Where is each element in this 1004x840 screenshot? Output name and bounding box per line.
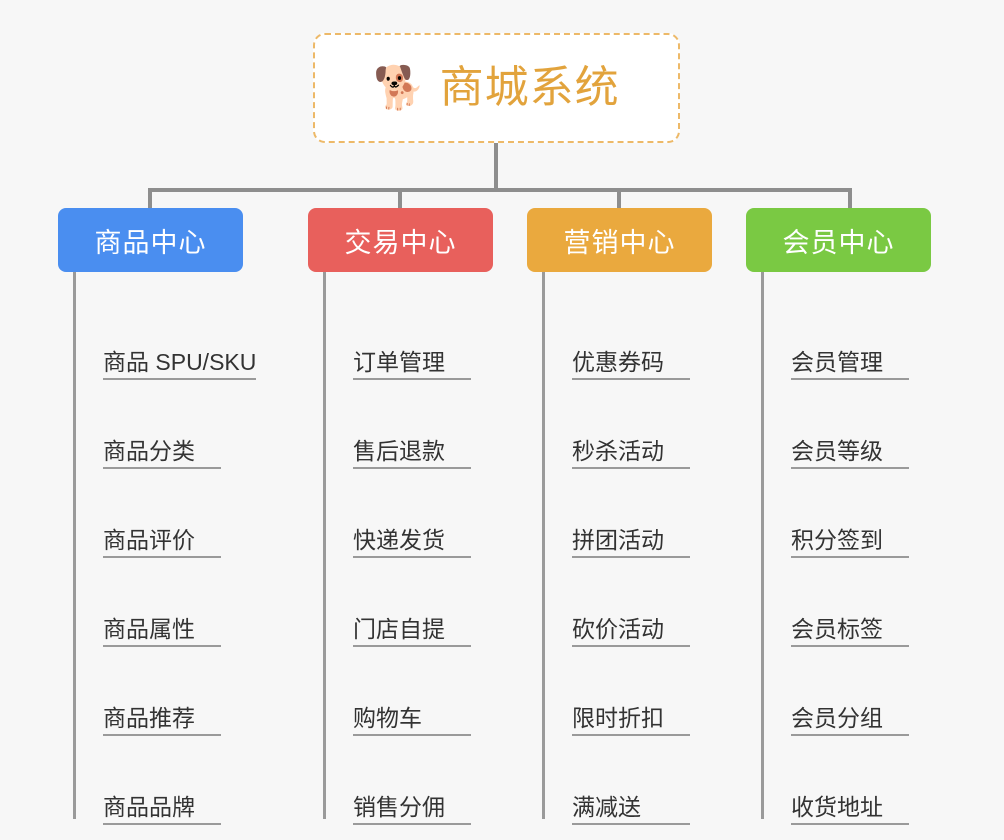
column-header-label: 商品中心	[94, 227, 207, 258]
column-spine	[761, 272, 764, 819]
list-item[interactable]: 限时折扣	[542, 647, 690, 736]
leaf-label: 拼团活动	[572, 527, 690, 558]
leaf-label: 满减送	[572, 794, 690, 825]
leaf-label: 秒杀活动	[572, 438, 690, 469]
leaf-label: 商品品牌	[103, 794, 221, 825]
list-item[interactable]: 商品属性	[73, 558, 256, 647]
leaf-label: 订单管理	[353, 349, 471, 380]
leaf-label: 快递发货	[353, 527, 471, 558]
column-header-product-center[interactable]: 商品中心	[58, 208, 243, 272]
list-item[interactable]: 商品 SPU/SKU	[73, 272, 257, 380]
column-spine	[73, 272, 76, 819]
list-item[interactable]: 会员管理	[761, 272, 909, 380]
list-item[interactable]: 会员分组	[761, 647, 909, 736]
leaf-column-marketing-center: 优惠券码 秒杀活动 拼团活动 砍价活动 限时折扣 满减送	[542, 272, 690, 825]
list-item[interactable]: 砍价活动	[542, 558, 690, 647]
list-item[interactable]: 会员标签	[761, 558, 909, 647]
leaf-label: 砍价活动	[572, 616, 690, 647]
list-item[interactable]: 商品分类	[73, 380, 256, 469]
list-item[interactable]: 商品品牌	[73, 736, 256, 825]
leaf-label: 门店自提	[353, 616, 471, 647]
leaf-label: 售后退款	[353, 438, 471, 469]
leaf-label: 商品分类	[103, 438, 221, 469]
connector-drop-col-4	[848, 188, 852, 210]
list-item[interactable]: 满减送	[542, 736, 690, 825]
column-header-trade-center[interactable]: 交易中心	[308, 208, 493, 272]
connector-root-stem	[494, 143, 498, 192]
list-item[interactable]: 订单管理	[323, 272, 471, 380]
leaf-label: 销售分佣	[353, 794, 471, 825]
list-item[interactable]: 门店自提	[323, 558, 471, 647]
column-header-member-center[interactable]: 会员中心	[746, 208, 931, 272]
leaf-label: 积分签到	[791, 527, 909, 558]
column-header-label: 营销中心	[563, 227, 676, 258]
leaf-label: 商品 SPU/SKU	[103, 349, 257, 380]
leaf-column-trade-center: 订单管理 售后退款 快递发货 门店自提 购物车 销售分佣	[323, 272, 471, 825]
leaf-label: 购物车	[353, 705, 471, 736]
list-item[interactable]: 快递发货	[323, 469, 471, 558]
list-item[interactable]: 商品推荐	[73, 647, 256, 736]
list-item[interactable]: 销售分佣	[323, 736, 471, 825]
column-spine	[542, 272, 545, 819]
column-header-label: 会员中心	[782, 227, 895, 258]
root-title: 商城系统	[439, 63, 620, 112]
list-item[interactable]: 售后退款	[323, 380, 471, 469]
list-item[interactable]: 拼团活动	[542, 469, 690, 558]
leaf-label: 商品评价	[103, 527, 221, 558]
leaf-label: 会员分组	[791, 705, 909, 736]
connector-drop-col-1	[148, 188, 152, 210]
list-item[interactable]: 商品评价	[73, 469, 256, 558]
leaf-label: 收货地址	[791, 794, 909, 825]
column-header-label: 交易中心	[344, 227, 457, 258]
root-node[interactable]: 🐕 商城系统	[313, 33, 680, 143]
leaf-label: 商品属性	[103, 616, 221, 647]
leaf-label: 优惠券码	[572, 349, 690, 380]
leaf-label: 限时折扣	[572, 705, 690, 736]
leaf-label: 会员等级	[791, 438, 909, 469]
column-header-marketing-center[interactable]: 营销中心	[527, 208, 712, 272]
list-item[interactable]: 购物车	[323, 647, 471, 736]
leaf-label: 会员管理	[791, 349, 909, 380]
connector-horizontal-bus	[148, 188, 852, 192]
list-item[interactable]: 优惠券码	[542, 272, 690, 380]
leaf-label: 商品推荐	[103, 705, 221, 736]
connector-drop-col-3	[617, 188, 621, 210]
connector-drop-col-2	[398, 188, 402, 210]
list-item[interactable]: 会员等级	[761, 380, 909, 469]
leaf-label: 会员标签	[791, 616, 909, 647]
leaf-column-product-center: 商品 SPU/SKU 商品分类 商品评价 商品属性 商品推荐 商品品牌	[73, 272, 257, 825]
column-spine	[323, 272, 326, 819]
list-item[interactable]: 积分签到	[761, 469, 909, 558]
list-item[interactable]: 秒杀活动	[542, 380, 690, 469]
leaf-column-member-center: 会员管理 会员等级 积分签到 会员标签 会员分组 收货地址	[761, 272, 909, 825]
shiba-dog-face-icon: 🐕	[373, 64, 426, 111]
list-item[interactable]: 收货地址	[761, 736, 909, 825]
